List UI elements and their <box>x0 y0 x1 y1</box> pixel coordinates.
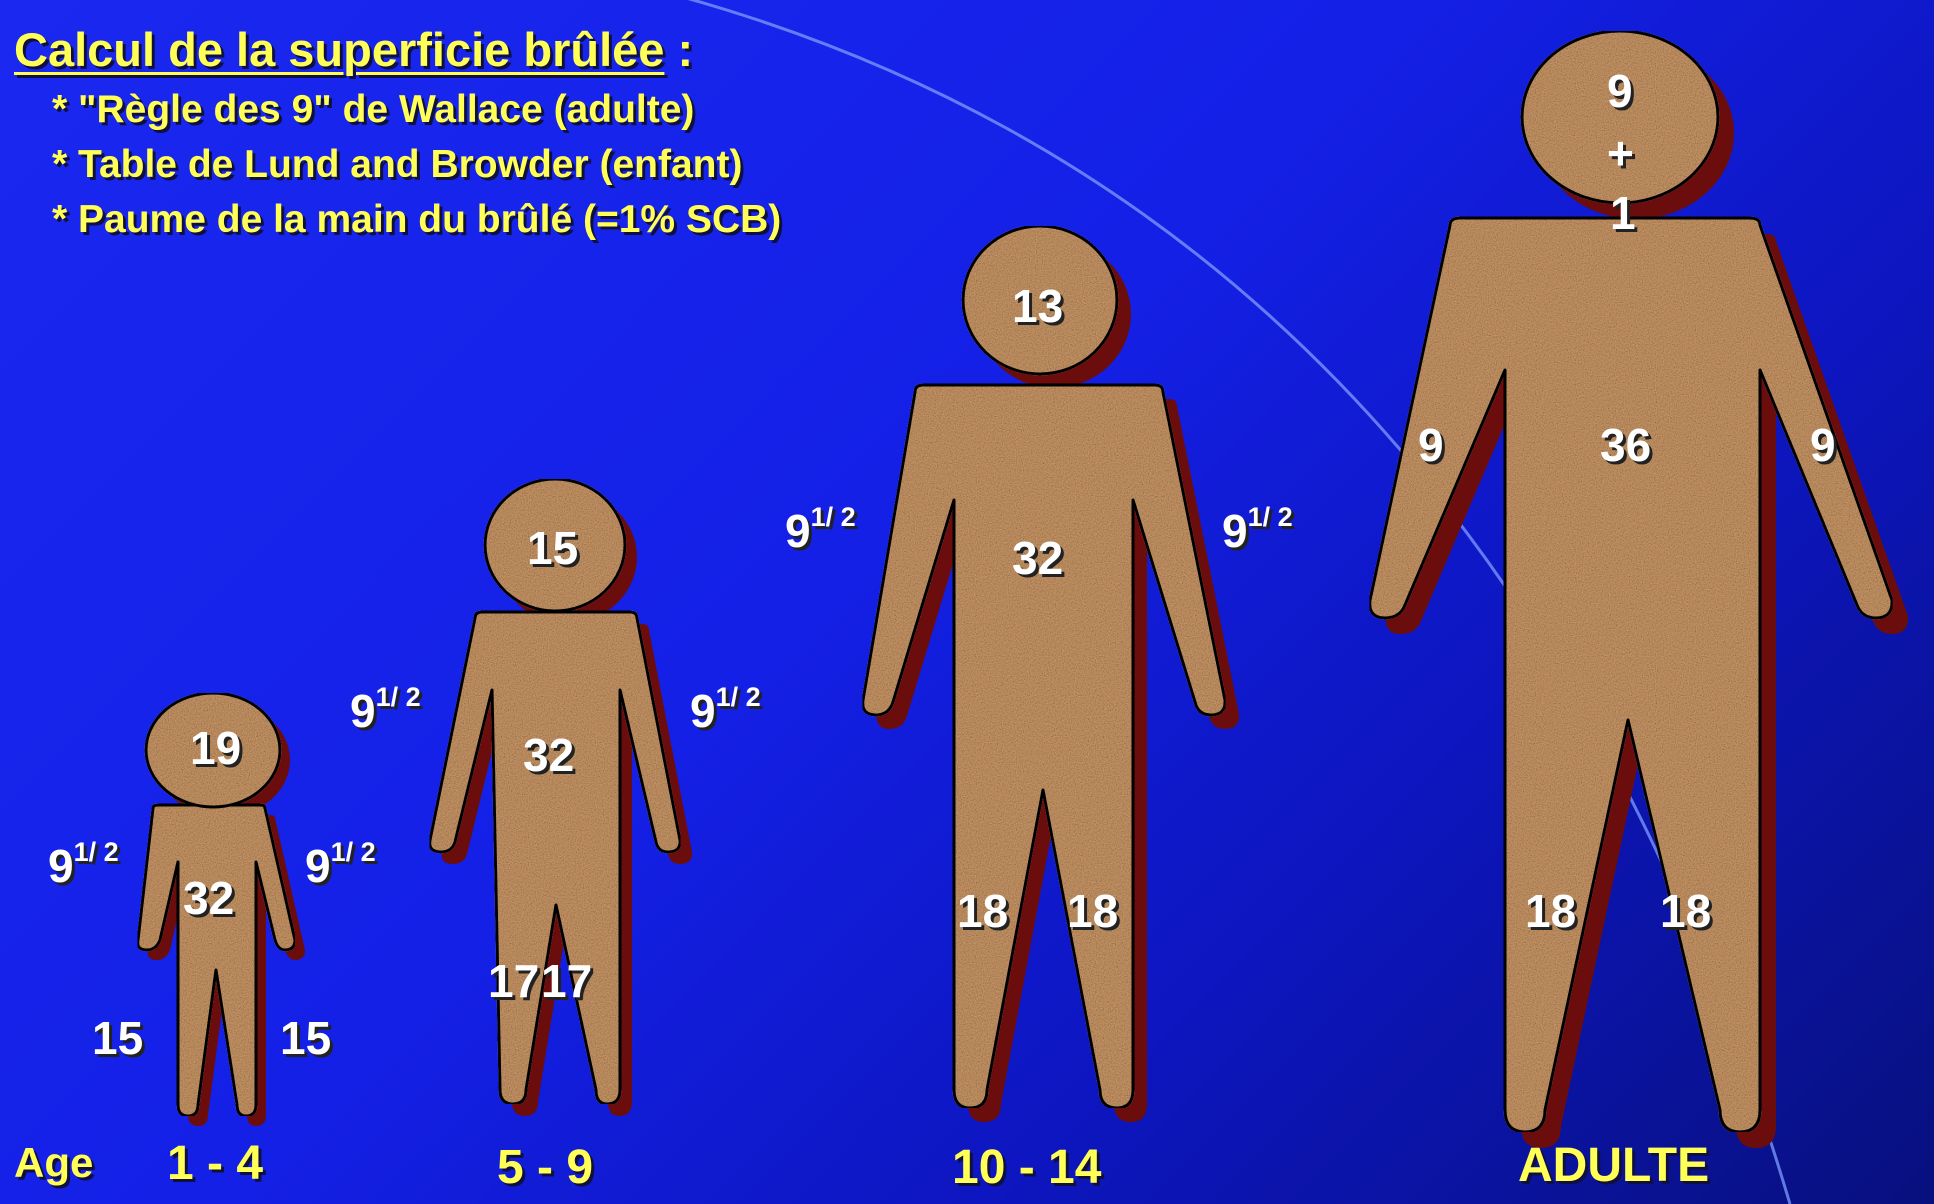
child-leg-left-value: 17 <box>488 958 539 1004</box>
child-body <box>430 612 680 1104</box>
child-arm-left-value: 91/ 2 <box>350 688 421 734</box>
figure-teen <box>863 226 1239 1122</box>
adult-head-value: 9 <box>1607 68 1633 114</box>
figure-adult <box>1370 31 1908 1148</box>
age-toddler: 1 - 4 <box>167 1140 263 1188</box>
toddler-leg-right-value: 15 <box>280 1015 331 1061</box>
teen-body <box>863 385 1225 1108</box>
toddler-trunk-value: 32 <box>183 875 234 921</box>
adult-leg-left-value: 18 <box>1525 888 1576 934</box>
age-teen: 10 - 14 <box>952 1144 1101 1192</box>
adult-arm-right-value: 9 <box>1810 422 1836 468</box>
toddler-arm-left-value: 91/ 2 <box>48 843 119 889</box>
adult-head-plus: + <box>1607 130 1634 176</box>
age-adult: ADULTE <box>1518 1142 1709 1190</box>
adult-head-extra-value: 1 <box>1610 190 1636 236</box>
teen-head-value: 13 <box>1012 283 1063 329</box>
teen-arm-left-value: 91/ 2 <box>785 508 856 554</box>
adult-trunk-value: 36 <box>1600 422 1651 468</box>
figure-child <box>430 479 692 1116</box>
teen-leg-right-value: 18 <box>1067 888 1118 934</box>
age-child: 5 - 9 <box>497 1144 593 1192</box>
teen-trunk-value: 32 <box>1012 535 1063 581</box>
adult-arm-left-value: 9 <box>1418 422 1444 468</box>
teen-leg-left-value: 18 <box>957 888 1008 934</box>
age-label: Age <box>14 1142 93 1184</box>
toddler-arm-right-value: 91/ 2 <box>305 843 376 889</box>
adult-leg-right-value: 18 <box>1660 888 1711 934</box>
toddler-body <box>138 805 295 1116</box>
child-leg-right-value: 17 <box>541 958 592 1004</box>
toddler-head-value: 19 <box>190 725 241 771</box>
child-arm-right-value: 91/ 2 <box>690 688 761 734</box>
teen-arm-right-value: 91/ 2 <box>1222 508 1293 554</box>
child-trunk-value: 32 <box>523 732 574 778</box>
toddler-leg-left-value: 15 <box>92 1015 143 1061</box>
child-head-value: 15 <box>527 525 578 571</box>
